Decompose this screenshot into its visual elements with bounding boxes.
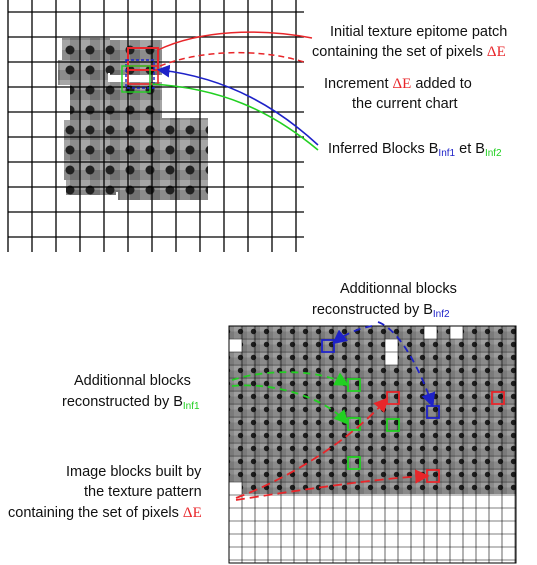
- block-inf2-1: [321, 339, 335, 353]
- arrow-inf1-2: [231, 384, 349, 425]
- arrow-initial: [157, 31, 313, 51]
- block-inf1-4: [347, 456, 361, 470]
- label-add-top-line1: Additionnal blocks: [340, 281, 457, 297]
- initial-patch-red: [127, 47, 159, 71]
- inferred-block-green: [121, 65, 151, 93]
- label-initial-line2: containing the set of pixels ΔE: [312, 44, 506, 60]
- label-add-left-line1: Additionnal blocks: [74, 373, 191, 389]
- empty-region: [229, 494, 516, 564]
- inferred-block-blue: [125, 59, 155, 89]
- bottom-image-panel: Additionnal blocks reconstructed by BInf…: [8, 281, 517, 564]
- label-inferred-blocks: Inferred Blocks BInf1 et BInf2: [328, 141, 502, 159]
- label-increment-line1: Increment ΔE added to: [324, 76, 472, 92]
- arrow-delta-1: [235, 397, 389, 499]
- arrow-inf2-2: [377, 321, 436, 408]
- arrow-delta-2: [235, 469, 430, 501]
- label-image-line3: containing the set of pixels ΔE: [8, 505, 202, 521]
- arrow-inferred-blue: [156, 64, 319, 146]
- label-image-line1: Image blocks built by: [66, 464, 202, 480]
- arrow-inf2-1: [332, 325, 373, 345]
- top-grid: [7, 0, 304, 252]
- label-image-line2: the texture pattern: [84, 484, 202, 500]
- delta-e-symbol: ΔE: [183, 505, 202, 521]
- delta-e-symbol: ΔE: [393, 76, 412, 92]
- reconstructed-image: [229, 326, 516, 494]
- label-add-left-line2: reconstructed by BInf1: [62, 394, 200, 412]
- block-inf1-3: [386, 418, 400, 432]
- block-delta-2: [491, 391, 505, 405]
- label-add-top-line2: reconstructed by BInf2: [312, 302, 450, 320]
- arrow-inf1-1: [231, 371, 350, 386]
- arrow-increment: [159, 51, 305, 67]
- missing-blocks: [229, 326, 463, 494]
- label-increment-line2: the current chart: [352, 96, 458, 112]
- bottom-grid: [228, 325, 516, 563]
- bottom-frame: [228, 325, 517, 564]
- delta-e-symbol: ΔE: [487, 44, 506, 60]
- top-epitome-panel: Initial texture epitome patch containing…: [7, 0, 507, 252]
- label-initial-line1: Initial texture epitome patch: [330, 24, 507, 40]
- arrow-inferred-green: [151, 83, 319, 151]
